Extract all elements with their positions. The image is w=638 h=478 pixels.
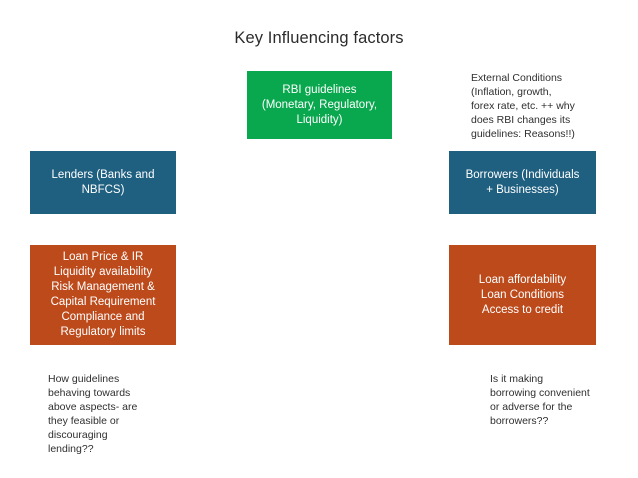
node-rbi-guidelines[interactable]: RBI guidelines (Monetary, Regulatory, Li… <box>247 71 392 139</box>
node-lenders[interactable]: Lenders (Banks and NBFCS) <box>30 151 176 214</box>
node-lender-factors-label: Loan Price & IR Liquidity availability R… <box>50 251 156 338</box>
annotation-lender-question: How guidelines behaving towards above as… <box>48 373 138 455</box>
node-borrower-factors[interactable]: Loan affordability Loan Conditions Acces… <box>449 245 596 345</box>
annotation-borrower-question: Is it making borrowing convenient or adv… <box>490 373 590 427</box>
node-borrowers-label: Borrowers (Individuals + Businesses) <box>465 168 580 196</box>
annotation-external-conditions: External Conditions (Inflation, growth, … <box>471 72 575 140</box>
node-lender-factors[interactable]: Loan Price & IR Liquidity availability R… <box>30 245 176 345</box>
page-title: Key Influencing factors <box>234 29 404 47</box>
node-borrowers[interactable]: Borrowers (Individuals + Businesses) <box>449 151 596 214</box>
node-rbi-guidelines-label: RBI guidelines (Monetary, Regulatory, Li… <box>261 83 378 126</box>
node-lenders-label: Lenders (Banks and NBFCS) <box>51 168 155 196</box>
node-borrower-factors-label: Loan affordability Loan Conditions Acces… <box>478 273 567 316</box>
